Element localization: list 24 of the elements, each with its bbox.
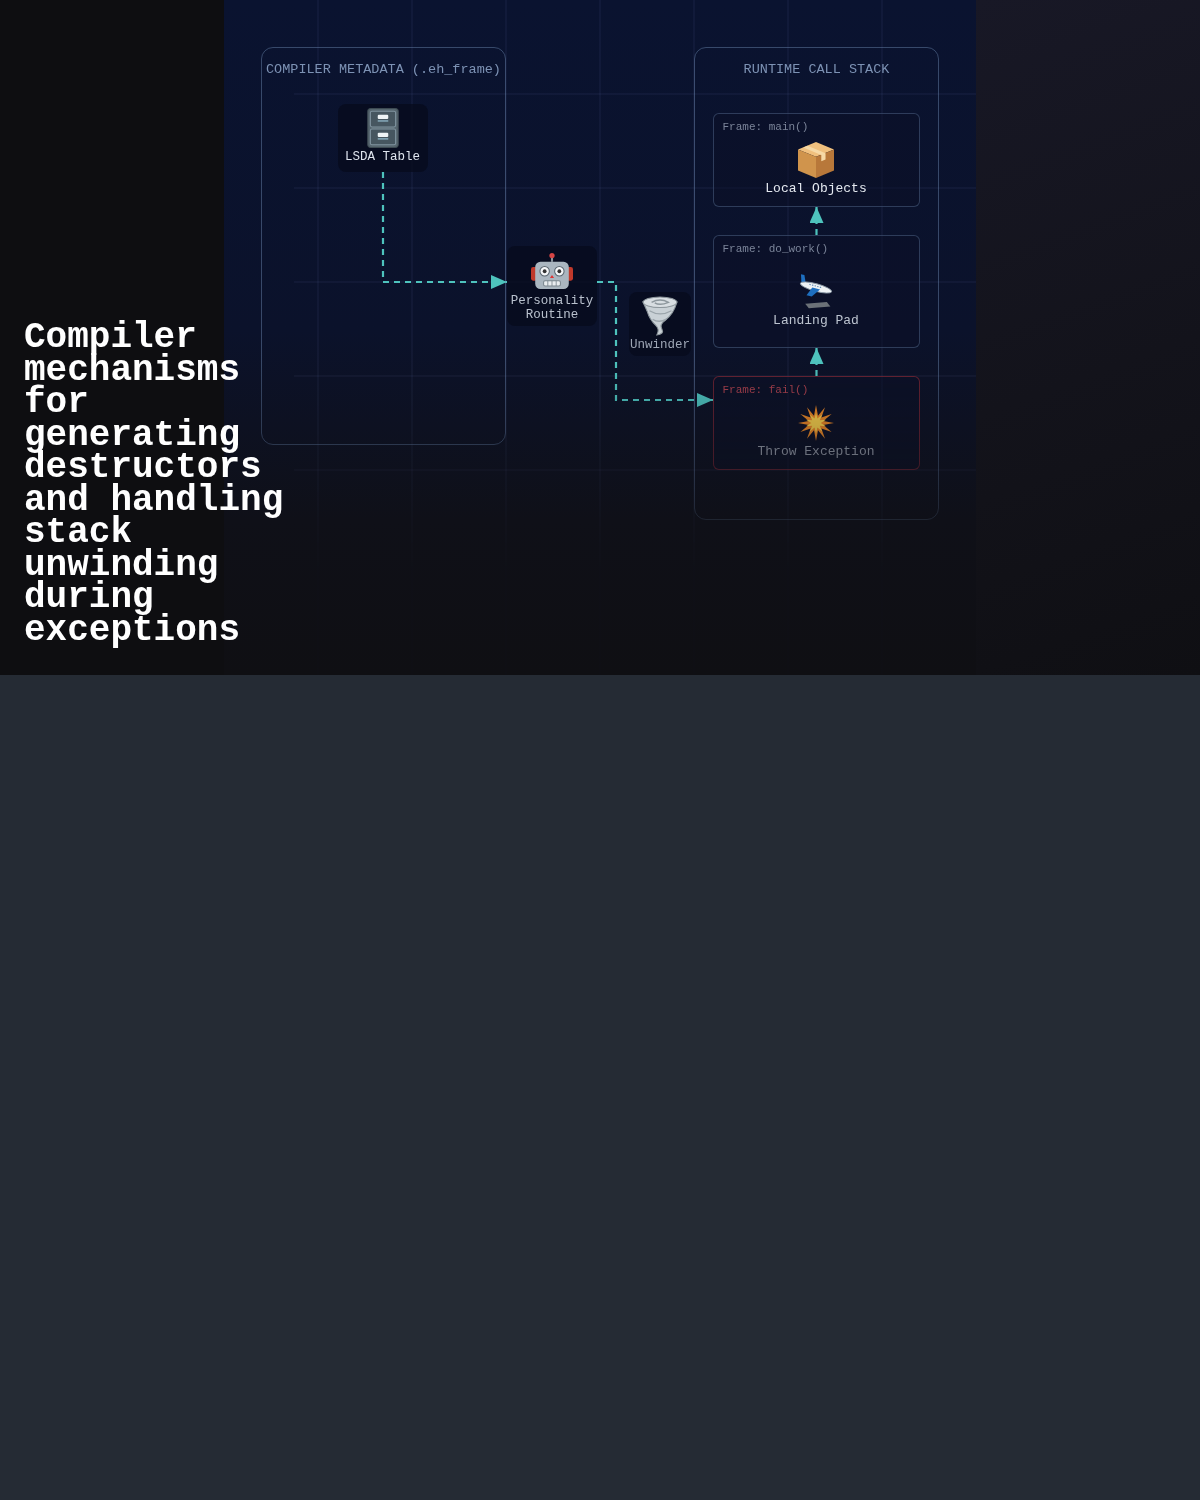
group-heading: COMPILER METADATA (.eh_frame) (265, 62, 502, 78)
page-title: Compiler mechanisms for generating destructors and handling stack unwinding during exceptions (24, 322, 285, 647)
dashed-arrow (809, 207, 824, 235)
component-node (337, 103, 428, 172)
stack-frame-box (712, 234, 920, 348)
dashed-arrow (809, 348, 824, 376)
group-container (261, 47, 506, 445)
node-label: Personality Routine (509, 294, 595, 322)
frame-label: Frame: fail() (722, 383, 809, 397)
dashed-arrow (597, 280, 713, 407)
dashed-arrow (381, 172, 507, 289)
group-heading: RUNTIME CALL STACK (742, 62, 891, 78)
node-label: Landing Pad (773, 312, 859, 329)
node-label: Unwinder (630, 338, 690, 352)
group-container (694, 47, 939, 520)
node-label: Local Objects (765, 181, 867, 197)
component-node (629, 292, 691, 356)
stack-frame-box (712, 112, 920, 207)
node-label: LSDA Table (345, 149, 420, 164)
frame-label: Frame: main() (722, 120, 809, 134)
node-label: Throw Exception (757, 444, 875, 460)
frame-label: Frame: do_work() (722, 242, 829, 256)
component-node (507, 246, 597, 326)
stack-frame-box (712, 375, 920, 470)
